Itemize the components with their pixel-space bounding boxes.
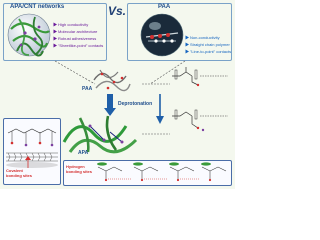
covalent-label: Covalent bonding sites [6,168,32,178]
hydrogen-bonding-label: Hydrogen bonding sites [66,164,92,174]
deprotonation-arrow [104,94,116,116]
apa-feature-3: Robust adhesiveness [58,36,97,41]
apa-feature-4: "Sheetlike-point" contacts [58,43,104,48]
hydrogen-bonding-graphic [97,162,227,182]
vs-label: Vs. [108,4,127,18]
cnt-network-sphere [7,13,51,57]
apa-cnt-panel [3,3,107,61]
paa-feature-1: Non-conductivity [190,35,220,40]
apa-center-label: APA [78,150,89,156]
paa-feature-3: "Line-to-point" contacts [190,49,232,54]
apa-feature-2: Molecular architecture [58,29,98,34]
covalent-pointer [25,156,31,168]
reaction-arrows [142,83,170,135]
apa-cnt-title: APA/CNT networks [10,4,65,10]
paa-panel [127,3,232,61]
paa-center-label: PAA [82,86,93,92]
paa-feature-bullets [185,35,189,54]
paa-structure [172,67,228,87]
covalent-inset-graphic [6,128,58,168]
apa-structure [172,109,228,132]
apa-feature-bullets [53,22,57,48]
paa-chain-cluster [93,69,131,92]
apa-network [62,115,138,154]
apa-feature-1: High conductivity [58,22,89,27]
paa-feature-2: Straight chain polymer [190,42,230,47]
connector-lines [54,60,186,85]
paa-title: PAA [158,4,171,10]
paa-sphere [140,13,184,57]
graphical-abstract: APA/CNT networks High conductivity Molec… [0,0,235,189]
deprotonation-label: Deprotonation [118,101,153,107]
